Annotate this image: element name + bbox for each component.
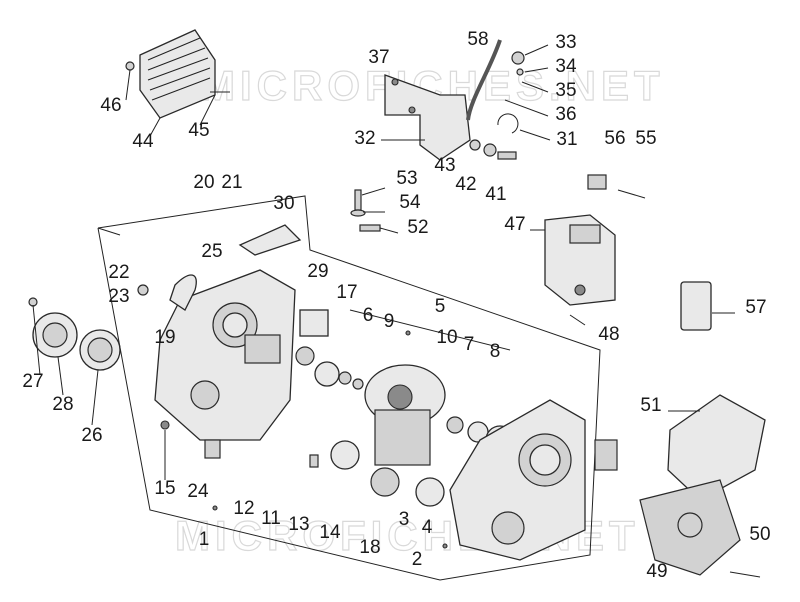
callout-4: 4 xyxy=(422,517,433,538)
foam-block xyxy=(680,281,712,331)
cover-19 xyxy=(169,274,197,311)
callout-30: 30 xyxy=(273,193,294,214)
leader-lines xyxy=(32,44,735,480)
callout-37: 37 xyxy=(368,47,389,68)
callout-55: 55 xyxy=(635,128,656,149)
callout-1: 1 xyxy=(199,529,210,550)
callout-3: 3 xyxy=(399,509,410,530)
callout-33: 33 xyxy=(555,32,576,53)
callout-52: 52 xyxy=(407,217,428,238)
callout-5: 5 xyxy=(435,296,446,317)
control-unit xyxy=(544,214,616,326)
callout-47: 47 xyxy=(504,214,525,235)
callout-36: 36 xyxy=(555,104,576,125)
gear-assembly xyxy=(364,364,446,497)
callout-18: 18 xyxy=(359,537,380,558)
sleeve-29 xyxy=(299,309,329,337)
right-crankcase xyxy=(449,399,586,561)
callout-43: 43 xyxy=(434,155,455,176)
clip-24 xyxy=(204,439,221,459)
callout-2: 2 xyxy=(412,549,423,570)
callout-12: 12 xyxy=(233,498,254,519)
callout-8: 8 xyxy=(490,341,501,362)
small-bracket xyxy=(587,174,646,199)
electric-motor xyxy=(594,394,766,578)
callout-24: 24 xyxy=(187,481,209,502)
callout-17: 17 xyxy=(336,282,357,303)
callout-21: 21 xyxy=(221,172,242,193)
callout-13: 13 xyxy=(288,514,309,535)
seal-group xyxy=(28,297,121,371)
callout-14: 14 xyxy=(319,522,341,543)
callout-51: 51 xyxy=(640,395,661,416)
callout-9: 9 xyxy=(384,311,395,332)
callout-44: 44 xyxy=(132,131,154,152)
callout-10: 10 xyxy=(436,327,457,348)
callout-31: 31 xyxy=(556,129,577,150)
callout-32: 32 xyxy=(354,128,375,149)
callout-6: 6 xyxy=(363,305,374,326)
callout-26: 26 xyxy=(81,425,102,446)
callout-7: 7 xyxy=(464,334,475,355)
callout-45: 45 xyxy=(188,120,209,141)
callout-42: 42 xyxy=(455,174,476,195)
callout-54: 54 xyxy=(399,192,421,213)
callout-23: 23 xyxy=(108,286,129,307)
callout-48: 48 xyxy=(598,324,619,345)
callout-41: 41 xyxy=(485,184,506,205)
mounting-bracket xyxy=(384,39,525,161)
callout-29: 29 xyxy=(307,261,328,282)
callout-25: 25 xyxy=(201,241,222,262)
arm-30 xyxy=(238,224,302,256)
callout-56: 56 xyxy=(604,128,625,149)
callout-22: 22 xyxy=(108,262,129,283)
callout-15: 15 xyxy=(154,478,175,499)
callout-28: 28 xyxy=(52,394,73,415)
callout-11: 11 xyxy=(261,508,281,529)
callout-19: 19 xyxy=(154,327,175,348)
screw-set xyxy=(350,189,381,232)
callout-57: 57 xyxy=(745,297,766,318)
callout-50: 50 xyxy=(749,524,770,545)
callout-53: 53 xyxy=(396,168,417,189)
callout-58: 58 xyxy=(467,29,488,50)
callout-27: 27 xyxy=(22,371,43,392)
callout-49: 49 xyxy=(646,561,667,582)
callout-46: 46 xyxy=(100,95,121,116)
pin-13 xyxy=(309,454,319,468)
left-crankcase xyxy=(154,269,296,441)
callout-35: 35 xyxy=(555,80,576,101)
callout-20: 20 xyxy=(193,172,214,193)
callout-34: 34 xyxy=(555,56,577,77)
